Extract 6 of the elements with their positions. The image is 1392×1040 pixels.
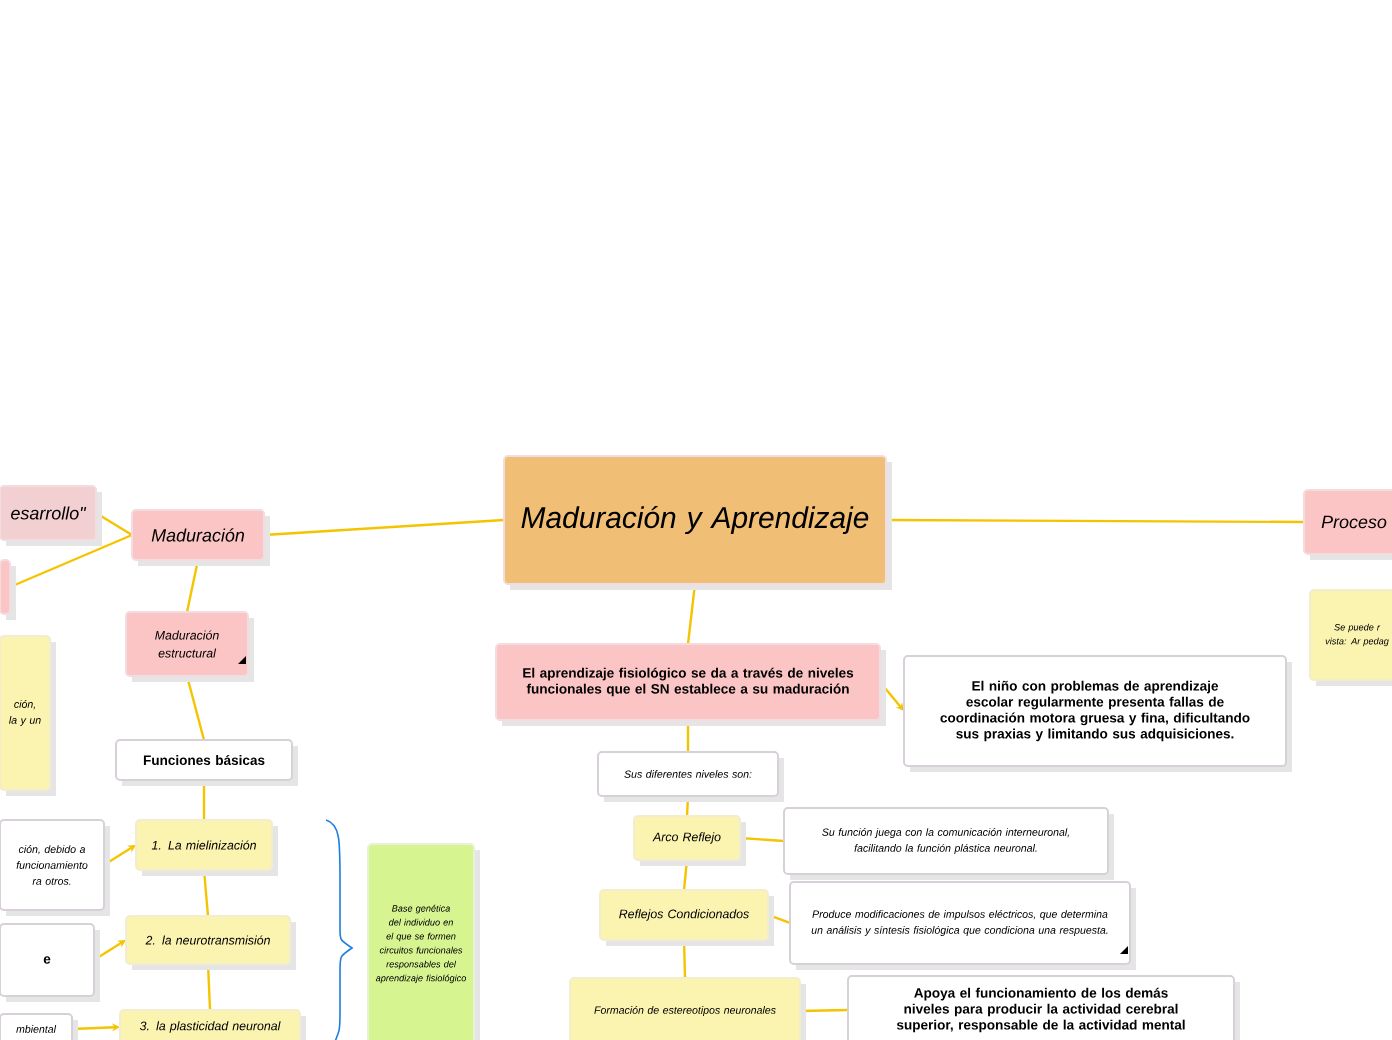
topic-box: esarrollo" <box>0 485 102 546</box>
topic-box: Maduración <box>131 509 270 566</box>
central-topic-box: Maduración y Aprendizaje <box>503 455 892 590</box>
connector-line <box>886 518 1304 524</box>
box <box>0 559 16 620</box>
topic-box: Proceso <box>1303 489 1392 560</box>
